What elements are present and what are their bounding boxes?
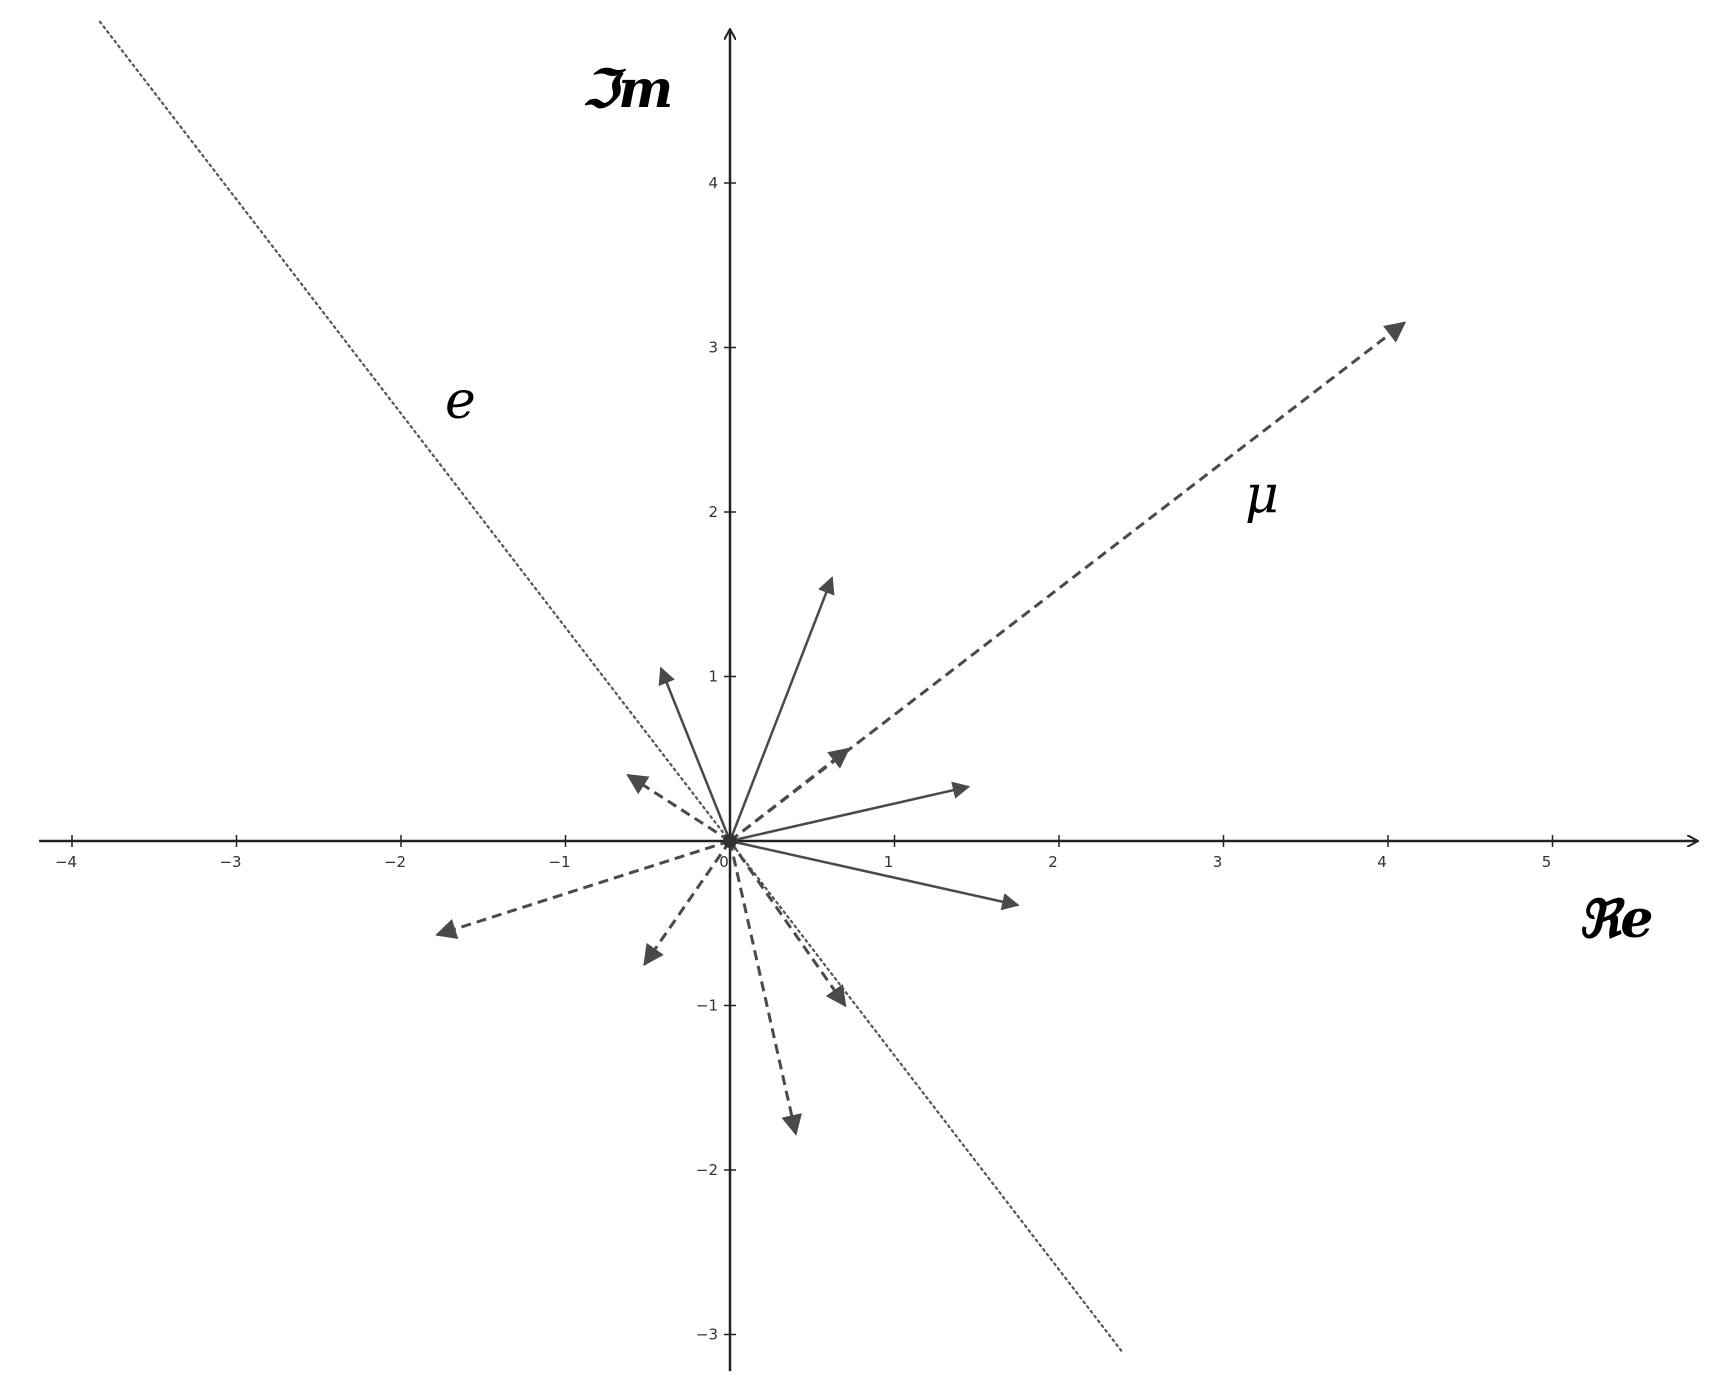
y-tick-label: −1 bbox=[696, 997, 718, 1015]
x-axis-title: ℜe bbox=[1578, 889, 1653, 950]
axes-layer bbox=[39, 30, 1697, 1372]
line-e bbox=[98, 20, 1123, 1353]
x-tick-label: 1 bbox=[884, 853, 894, 871]
origin-point bbox=[723, 834, 737, 848]
y-axis-title: ℑm bbox=[582, 59, 673, 120]
mu-label: μ bbox=[1245, 465, 1279, 525]
dashed-vector bbox=[728, 840, 847, 1008]
x-tick-label: −3 bbox=[219, 853, 241, 871]
y-tick-label: −2 bbox=[696, 1161, 718, 1179]
x-tick-label: 4 bbox=[1377, 853, 1387, 871]
x-tick-label: 0 bbox=[719, 853, 729, 871]
x-tick-label: −4 bbox=[55, 853, 77, 871]
vectors-layer bbox=[435, 321, 1407, 1136]
y-tick-label: 3 bbox=[708, 339, 718, 357]
line-e-layer bbox=[98, 20, 1123, 1353]
x-tick-label: −1 bbox=[548, 853, 570, 871]
dashed-vector bbox=[626, 773, 731, 843]
dashed-vector bbox=[435, 839, 731, 940]
dashed-vector bbox=[729, 747, 851, 843]
dashed-vector bbox=[643, 840, 732, 967]
dashed-vector bbox=[728, 840, 802, 1136]
solid-vector bbox=[729, 839, 1020, 911]
y-tick-label: −3 bbox=[696, 1326, 718, 1344]
e-label: e bbox=[445, 371, 476, 431]
ticks-layer: −4 −3 −2 −1 0 1 2 3 4 5 −3 −2 −1 1 2 3 4 bbox=[55, 174, 1554, 1344]
y-tick-label: 2 bbox=[708, 503, 718, 521]
solid-vector bbox=[728, 576, 835, 842]
solid-vector bbox=[658, 666, 732, 842]
y-tick-label: 1 bbox=[708, 668, 718, 686]
x-tick-label: −2 bbox=[384, 853, 406, 871]
y-tick-label: 4 bbox=[708, 174, 718, 192]
x-tick-label: 3 bbox=[1213, 853, 1223, 871]
solid-vector bbox=[729, 781, 971, 843]
x-tick-label: 2 bbox=[1048, 853, 1058, 871]
mu-vector bbox=[729, 321, 1407, 843]
x-tick-label: 5 bbox=[1542, 853, 1552, 871]
